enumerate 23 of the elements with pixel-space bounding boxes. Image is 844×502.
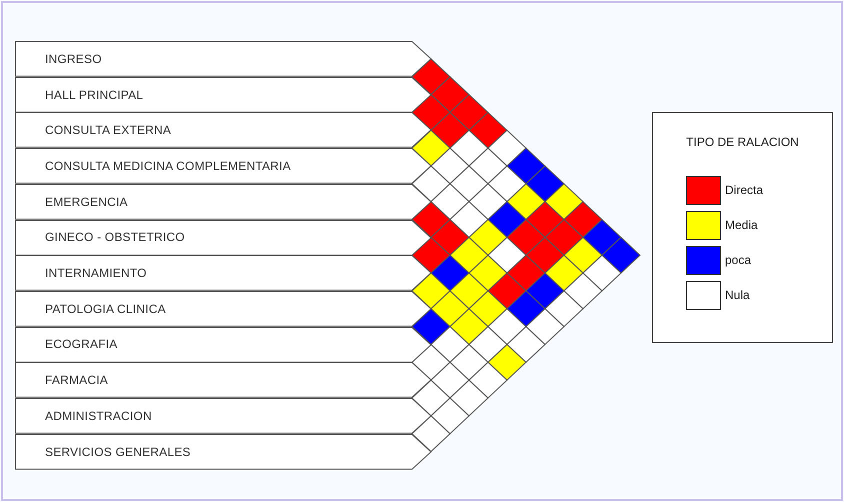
row-box xyxy=(15,76,431,112)
row-label: INTERNAMIENTO xyxy=(45,266,147,280)
row-box xyxy=(15,255,431,291)
row-label: ADMINISTRACION xyxy=(45,408,152,423)
row-label: EMERGENCIA xyxy=(45,194,128,209)
row-label: CONSULTA MEDICINA COMPLEMENTARIA xyxy=(45,158,291,173)
row-label: INGRESO xyxy=(45,52,102,66)
row-box xyxy=(15,290,431,327)
legend-label: Nula xyxy=(725,288,750,302)
legend-title: TIPO DE RALACION xyxy=(685,135,800,149)
row-label: CONSULTA EXTERNA xyxy=(45,123,172,138)
row-label: FARMACIA xyxy=(45,373,108,388)
row-label: PATOLOGIA CLINICA xyxy=(45,302,166,316)
legend-label: Directa xyxy=(725,183,764,197)
row-label: HALL PRINCIPAL xyxy=(45,88,144,102)
row-label: SERVICIOS GENERALES xyxy=(45,444,191,459)
row-label: GINECO - OBSTETRICO xyxy=(45,230,185,244)
row-box xyxy=(15,220,431,256)
row-box xyxy=(15,41,431,77)
row-label: ECOGRAFIA xyxy=(45,337,118,352)
legend-label: poca xyxy=(725,253,752,267)
row-box xyxy=(15,112,431,148)
legend-label: Media xyxy=(725,218,758,232)
